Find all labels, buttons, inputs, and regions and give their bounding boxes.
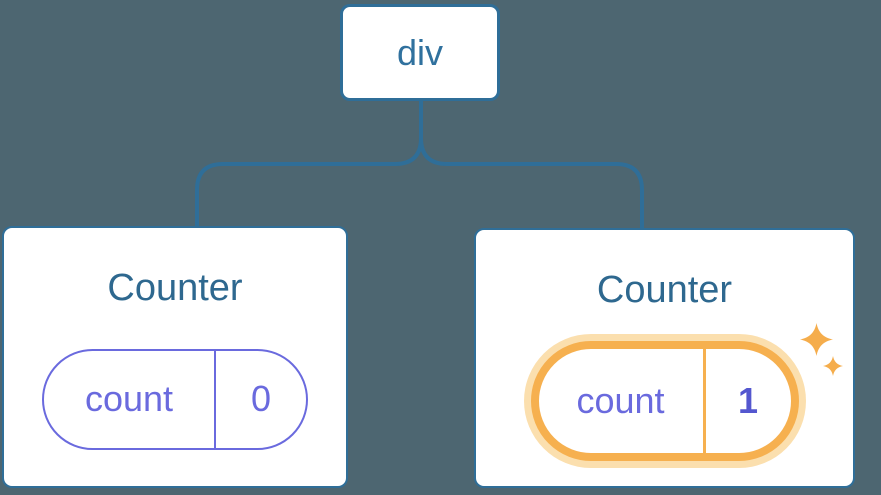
sparkle-icon xyxy=(823,356,843,376)
counter-card-right: Counter count 1 xyxy=(474,228,855,488)
state-name-label: count xyxy=(84,378,174,420)
counter-card-left: Counter count 0 xyxy=(2,226,348,488)
connector-right-branch xyxy=(419,137,644,230)
root-node-div: div xyxy=(340,4,500,101)
sparkle-icon xyxy=(800,323,833,356)
component-title: Counter xyxy=(596,269,733,311)
state-name-label: count xyxy=(576,379,665,421)
component-title: Counter xyxy=(107,267,243,309)
state-value-label: 1 xyxy=(702,348,791,453)
connector-left-branch xyxy=(195,137,423,228)
state-pill-highlighted: count 1 xyxy=(530,340,799,461)
state-value-label: 0 xyxy=(214,350,306,448)
state-pill: count 0 xyxy=(42,348,308,450)
root-node-label: div xyxy=(396,31,444,73)
